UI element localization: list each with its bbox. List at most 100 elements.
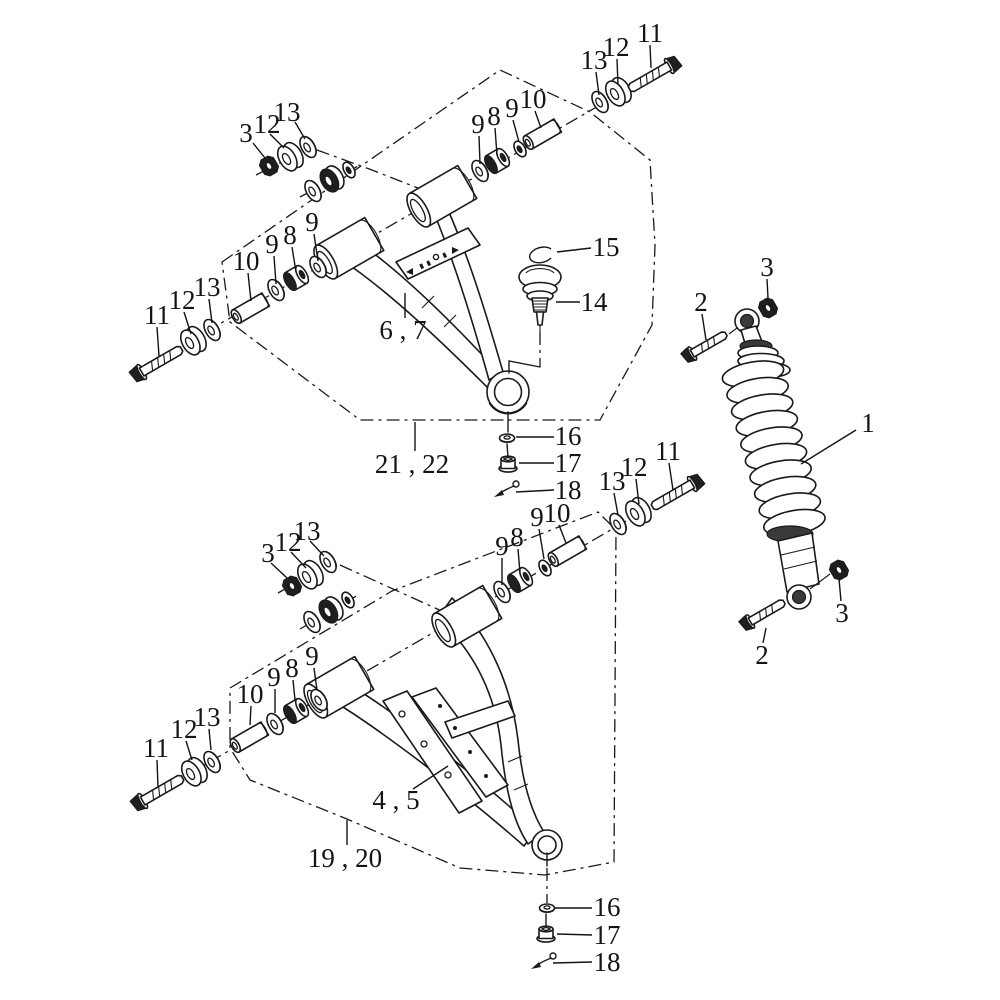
shock-bottom-bolt	[737, 594, 789, 634]
lower-left-sleeve-10-leader	[249, 705, 252, 726]
upper-right-washer-13-label: 13	[581, 45, 608, 75]
upper-nut-3	[256, 153, 282, 179]
upper-group-21-22-label: 21 , 22	[375, 449, 449, 479]
lower-nut-3-label: 3	[261, 538, 275, 568]
upper-left-washer-9a-label: 9	[265, 229, 279, 259]
shock-top-bolt-2-leader	[701, 313, 707, 341]
lower-left-washer-9b-leader	[313, 667, 318, 691]
upper-mid-sleeve	[520, 117, 563, 152]
lower-mid-bushing-8-leader	[517, 548, 521, 574]
shock-bottom-bolt-2-leader	[762, 627, 767, 644]
shock-coil-spring	[719, 355, 828, 541]
lower-arm-hardware	[128, 470, 707, 970]
lower-right-collar-12-leader	[635, 478, 640, 505]
lower-left-washer-13-leader	[208, 728, 212, 751]
lower-left-collar-12-leader	[185, 740, 193, 761]
lower-left-sleeve	[227, 720, 270, 755]
shock-top-nut-3-label: 3	[760, 252, 774, 282]
upper-nut-3-leader	[252, 142, 266, 159]
lower-arm-group-boundary	[229, 511, 617, 876]
upper-right-collar-12-leader	[616, 58, 619, 86]
upper-left-bolt-11-label: 11	[144, 300, 170, 330]
upper-right-washer-13-leader	[595, 71, 600, 96]
upper-left-washer-9b-label: 9	[305, 207, 319, 237]
lower-left-sleeve-10-label: 10	[237, 679, 264, 709]
assembly-boundaries	[221, 69, 656, 876]
lower-collar-12a-leader	[290, 551, 307, 569]
snap-ring	[529, 246, 552, 264]
upper-control-arm	[308, 163, 530, 415]
lower-mid-washer-9b-leader	[538, 528, 545, 560]
upper-mid-washer-9b-label: 9	[505, 93, 519, 123]
upper-right-bolt-11-label: 11	[637, 18, 663, 48]
upper-washer-13a-leader	[294, 121, 306, 140]
lower-arm-4-5-label: 4 , 5	[372, 785, 419, 815]
upper-mid-sleeve-10-leader	[534, 110, 542, 129]
lower-mid-washer-9a-label: 9	[495, 531, 509, 561]
upper-cotter-pin	[493, 480, 520, 498]
upper-castle-nut-17-label: 17	[555, 448, 582, 478]
upper-right-collar-12-label: 12	[603, 32, 630, 62]
upper-right-pivot-bolt	[624, 52, 684, 98]
upper-mid-washer-9a-label: 9	[471, 109, 485, 139]
lower-cotter-pin	[530, 952, 557, 970]
lower-left-washer-9a-label: 9	[267, 662, 281, 692]
upper-washer-16	[498, 433, 516, 444]
lower-washer-16	[538, 903, 556, 914]
lower-washer-13a-label: 13	[294, 516, 321, 546]
upper-left-sleeve-10-label: 10	[233, 246, 260, 276]
lower-group-19-20-label: 19 , 20	[308, 843, 382, 873]
upper-left-washer-9b-leader	[313, 233, 319, 262]
lower-mid-sleeve-10-label: 10	[544, 498, 571, 528]
upper-left-washer-9a-leader	[273, 255, 277, 285]
shock-top-nut-3-leader	[766, 278, 769, 299]
lower-washer-13a-leader	[309, 540, 325, 557]
upper-arm-brace-plate	[395, 227, 481, 280]
upper-collar-12a-label: 12	[254, 109, 281, 139]
lower-mid-sleeve-10-leader	[558, 524, 567, 544]
lower-cotter-pin-18-label: 18	[594, 947, 621, 977]
upper-mid-sleeve-10-label: 10	[520, 84, 547, 114]
upper-washer-16-label: 16	[555, 421, 582, 451]
upper-left-bushing-8-label: 8	[283, 220, 297, 250]
shock-absorber-1-leader	[800, 429, 857, 465]
lower-castle-nut-17-label: 17	[594, 920, 621, 950]
lower-arm-bracket	[444, 700, 516, 739]
upper-mid-bushing-8-label: 8	[487, 101, 501, 131]
lower-left-bolt-11-label: 11	[143, 733, 169, 763]
snap-ring-15-label: 15	[593, 232, 620, 262]
lower-arm-inner-plate	[411, 687, 509, 798]
upper-cotter-pin-18-leader	[515, 489, 555, 493]
lower-castle-nut	[536, 925, 556, 943]
upper-washer-13a-label: 13	[274, 97, 301, 127]
upper-left-collar-12-leader	[183, 311, 192, 335]
shock-bottom-nut-3-leader	[838, 578, 842, 602]
lower-cotter-pin-18-leader	[552, 961, 593, 964]
shock-absorber-1-label: 1	[861, 408, 875, 438]
lower-left-bushing-8-label: 8	[285, 653, 299, 683]
lower-mid-bushing-8-label: 8	[510, 522, 524, 552]
lower-left-washer-13-label: 13	[194, 702, 221, 732]
snap-ring-15-leader	[556, 247, 592, 253]
shock-absorber	[679, 295, 852, 634]
lower-collar-12a-label: 12	[275, 527, 302, 557]
shock-bottom-nut-3-label: 3	[835, 598, 849, 628]
lower-left-washer-9b-label: 9	[305, 641, 319, 671]
lower-arm-4-5-leader	[412, 765, 449, 790]
upper-left-bushing-8-leader	[291, 246, 297, 273]
lower-nut-3-leader	[270, 562, 288, 579]
upper-left-bolt-11-leader	[156, 326, 160, 357]
upper-cotter-pin-18-label: 18	[555, 475, 582, 505]
shock-body	[777, 532, 820, 593]
lower-castle-nut-17-leader	[556, 933, 593, 936]
shock-top-bolt-2-label: 2	[694, 287, 708, 317]
lower-right-bolt-11-label: 11	[655, 436, 681, 466]
lower-mid-sleeve	[545, 534, 588, 569]
lower-right-collar-12-label: 12	[621, 452, 648, 482]
stamped-markings	[406, 247, 459, 275]
upper-left-washer-13-label: 13	[194, 272, 221, 302]
upper-left-pivot-bolt	[127, 340, 187, 386]
upper-castle-nut	[498, 455, 518, 473]
